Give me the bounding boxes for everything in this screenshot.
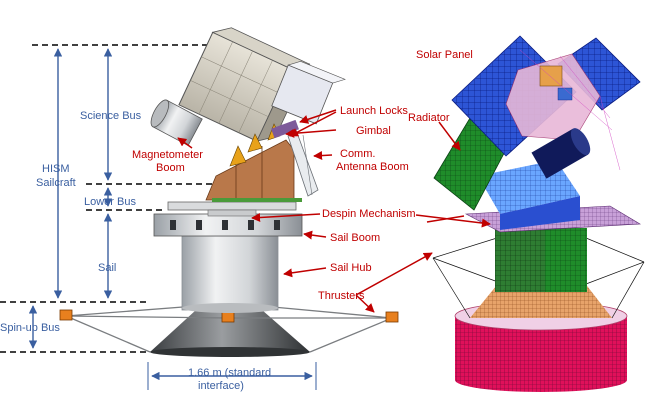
thrusters-label: Thrusters	[318, 290, 365, 302]
thruster-units	[59, 309, 399, 323]
solar-panel-label: Solar Panel	[416, 49, 473, 61]
launch-locks-label: Launch Locks	[340, 105, 408, 117]
sail-hub-label: Sail Hub	[330, 262, 372, 274]
hism-sailcraft-drawing	[59, 27, 399, 357]
comm-label-line2: Antenna Boom	[336, 161, 409, 173]
dimension-arrows	[28, 48, 317, 390]
sail-boom-label: Sail Boom	[330, 232, 380, 244]
radiator-label: Radiator	[408, 112, 450, 124]
dimension-labels: Science Bus HISM Sailcraft Lower Bus Sai…	[0, 110, 271, 392]
callout-arrows	[177, 109, 491, 313]
hism-label-line2: Sailcraft	[36, 177, 76, 189]
gimbal-label: Gimbal	[356, 125, 391, 137]
spin-up-bus-label: Spin-up Bus	[0, 322, 60, 334]
science-bus-label: Science Bus	[80, 110, 142, 122]
callout-labels: Launch Locks Gimbal Magnetometer Boom Co…	[132, 49, 473, 302]
width-label-line1: 1.66 m (standard	[188, 367, 271, 379]
magnetometer-label-line1: Magnetometer	[132, 149, 203, 161]
comm-label-line1: Comm.	[340, 148, 375, 160]
sail-label: Sail	[98, 262, 116, 274]
magnetometer-label-line2: Boom	[156, 162, 185, 174]
despin-mechanism-label: Despin Mechanism	[322, 208, 416, 220]
hism-label-line1: HISM	[42, 163, 70, 175]
width-label-line2: interface)	[198, 380, 244, 392]
lower-bus-label: Lower Bus	[84, 196, 136, 208]
finite-element-model-drawing	[432, 35, 645, 392]
